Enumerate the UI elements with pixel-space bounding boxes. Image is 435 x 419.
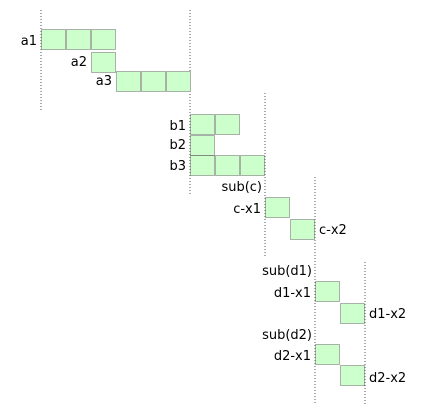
- cell-b3-2: [215, 155, 240, 176]
- row-label-c-x2: c-x2: [319, 223, 347, 238]
- row-label-sub(d2): sub(d2): [262, 328, 312, 343]
- row-label-sub(d1): sub(d1): [262, 264, 312, 279]
- cell-b3-3: [240, 155, 265, 176]
- row-label-b2: b2: [169, 138, 186, 153]
- cell-c-x2-1: [290, 219, 315, 240]
- row-label-d1-x1: d1-x1: [274, 286, 311, 301]
- cell-d1-x1-1: [315, 281, 340, 302]
- row-label-d2-x2: d2-x2: [369, 371, 406, 386]
- cell-a1-3: [91, 29, 116, 50]
- cell-b1-1: [190, 114, 215, 135]
- cell-blocks: [41, 29, 365, 386]
- row-label-a2: a2: [71, 55, 87, 70]
- row-label-b3: b3: [169, 159, 186, 174]
- cell-a2-1: [91, 52, 116, 73]
- cell-a1-2: [66, 29, 91, 50]
- cell-b1-2: [215, 114, 240, 135]
- row-label-c-x1: c-x1: [233, 202, 261, 217]
- cell-d1-x2-1: [340, 303, 365, 324]
- row-label-a3: a3: [96, 74, 112, 89]
- row-label-d2-x1: d2-x1: [274, 349, 311, 364]
- row-labels: a1 a2 a3 b1 b2 b3 sub(c) c-x1 c-x2 sub(d1) d1-x1 d1…: [21, 34, 406, 386]
- row-label-d1-x2: d1-x2: [369, 307, 406, 322]
- cell-c-x1-1: [265, 197, 290, 218]
- cell-b2-1: [190, 135, 215, 156]
- row-label-sub(c): sub(c): [221, 180, 262, 195]
- cell-a3-3: [166, 71, 191, 92]
- cell-b3-1: [190, 155, 215, 176]
- row-label-a1: a1: [21, 34, 37, 49]
- cell-d2-x2-1: [340, 365, 365, 386]
- row-label-b1: b1: [169, 119, 186, 134]
- cell-a3-2: [141, 71, 166, 92]
- cell-a1-1: [41, 29, 66, 50]
- cell-d2-x1-1: [315, 344, 340, 365]
- cell-a3-1: [116, 71, 141, 92]
